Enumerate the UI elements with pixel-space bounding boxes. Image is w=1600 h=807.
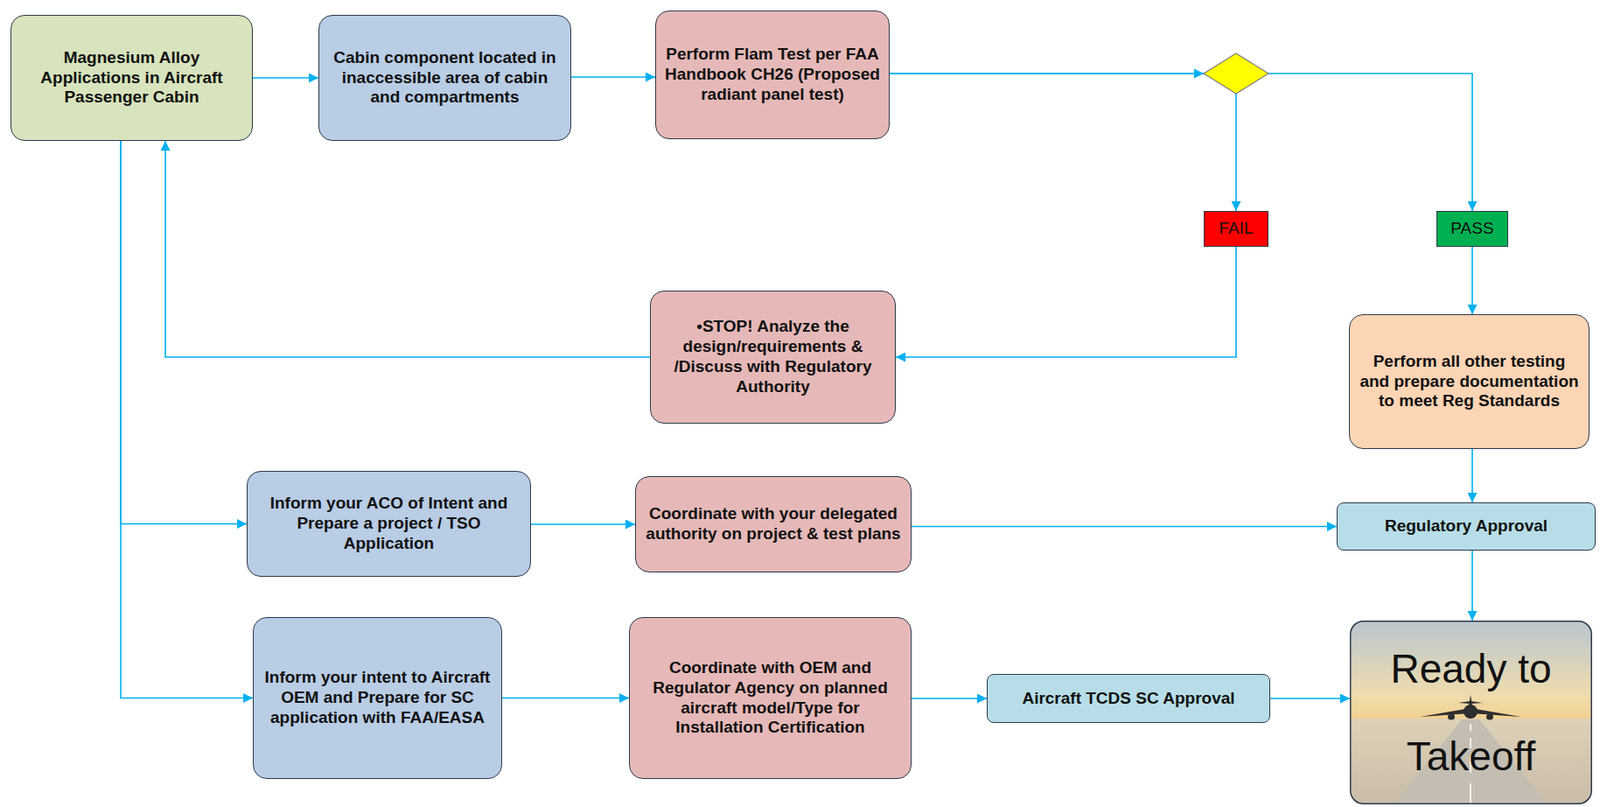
node-text: Inform your ACO of Intent and Prepare a … — [254, 493, 524, 553]
flow-arrow — [502, 697, 629, 699]
flow-arrow — [571, 76, 656, 78]
node-text: Coordinate with your delegated authority… — [642, 503, 904, 545]
process-box: Coordinate with your delegated authority… — [635, 475, 912, 573]
node-text: FAIL — [1218, 218, 1253, 239]
node-text: Perform all other testing and prepare do… — [1356, 351, 1582, 412]
flow-arrow — [889, 73, 1237, 211]
flow-arrow — [531, 523, 636, 525]
approval-box: Regulatory Approval — [1336, 502, 1596, 551]
decision-diamond — [1203, 53, 1269, 94]
photo-frame — [1350, 621, 1593, 804]
process-box: Cabin component located in inaccessible … — [318, 14, 572, 141]
node-text: PASS — [1450, 218, 1494, 239]
arrow-head — [1194, 69, 1204, 79]
flow-arrow — [911, 697, 987, 699]
flow-arrow — [911, 525, 1337, 528]
start-box: Magnesium Alloy Applications in Aircraft… — [10, 14, 253, 141]
flow-arrow — [1471, 550, 1474, 621]
process-box: Perform Flam Test per FAA Handbook CH26 … — [655, 10, 890, 140]
connector-group — [120, 73, 1473, 699]
flow-arrow — [120, 140, 253, 699]
airplane-icon — [1419, 694, 1522, 720]
process-box: •STOP! Analyze the design/requirements &… — [649, 290, 896, 424]
node-text: Ready to Takeoff — [1353, 624, 1589, 800]
flow-arrow — [1471, 246, 1474, 315]
flow-arrow — [165, 140, 650, 357]
flow-arrow — [1471, 448, 1474, 503]
photo-scene — [1349, 620, 1593, 804]
flow-arrow — [1270, 697, 1350, 699]
flow-arrow — [252, 76, 319, 79]
process-box: Inform your intent to Aircraft OEM and P… — [252, 616, 503, 779]
process-box: Perform all other testing and prepare do… — [1348, 314, 1590, 449]
flow-arrow — [120, 140, 247, 525]
process-box: Coordinate with OEM and Regulator Agency… — [628, 616, 912, 779]
pass-tag: PASS — [1436, 210, 1509, 247]
node-text: Coordinate with OEM and Regulator Agency… — [636, 657, 904, 738]
node-text: Perform Flam Test per FAA Handbook CH26 … — [663, 44, 882, 105]
node-text: Inform your intent to Aircraft OEM and P… — [260, 667, 495, 727]
process-box: Inform your ACO of Intent and Prepare a … — [246, 470, 532, 577]
flow-arrow — [889, 73, 1473, 211]
node-text: Aircraft TCDS SC Approval — [1021, 688, 1235, 709]
node-text: Cabin component located in inaccessible … — [326, 48, 564, 108]
end-box: Ready to Takeoff — [1349, 620, 1593, 804]
flow-arrow — [895, 246, 1237, 357]
node-text: •STOP! Analyze the design/requirements &… — [657, 316, 888, 397]
node-text: Regulatory Approval — [1384, 516, 1548, 537]
node-text: Magnesium Alloy Applications in Aircraft… — [18, 48, 245, 108]
fail-tag: FAIL — [1203, 210, 1269, 247]
approval-box: Aircraft TCDS SC Approval — [986, 673, 1271, 723]
